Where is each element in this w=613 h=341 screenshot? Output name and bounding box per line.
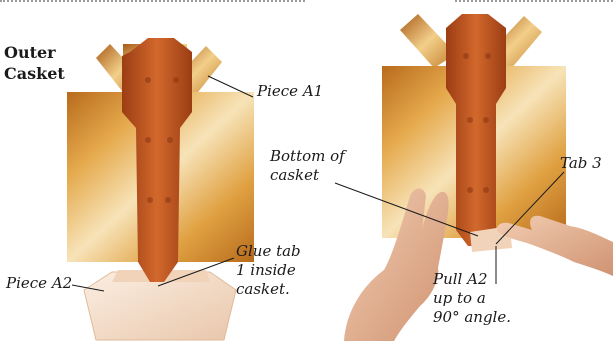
label-pull-a2-line-2: up to a	[433, 289, 511, 308]
leader-piece-a1	[208, 76, 253, 97]
label-piece-a2-text: Piece A2	[6, 274, 72, 292]
label-piece-a1-text: Piece A1	[257, 82, 323, 100]
label-glue-tab-line-2: 1 inside	[236, 261, 301, 280]
leader-glue-tab	[158, 258, 234, 286]
label-pull-a2: Pull A2 up to a 90° angle.	[433, 270, 511, 327]
label-pull-a2-line-1: Pull A2	[433, 270, 511, 289]
label-tab-3-text: Tab 3	[560, 154, 602, 172]
label-pull-a2-line-3: 90° angle.	[433, 308, 511, 327]
label-glue-tab-line-1: Glue tab	[236, 242, 301, 261]
label-piece-a1: Piece A1	[257, 82, 323, 101]
label-glue-tab: Glue tab 1 inside casket.	[236, 242, 301, 299]
leader-tab-3	[496, 172, 564, 244]
label-bottom-of-casket-line-1: Bottom of	[270, 147, 345, 166]
label-piece-a2: Piece A2	[6, 274, 72, 293]
leader-bottom-of-casket	[335, 183, 478, 236]
label-glue-tab-line-3: casket.	[236, 280, 301, 299]
leader-piece-a2	[72, 285, 104, 291]
label-bottom-of-casket-line-2: casket	[270, 166, 345, 185]
label-tab-3: Tab 3	[560, 154, 602, 173]
label-bottom-of-casket: Bottom of casket	[270, 147, 345, 185]
